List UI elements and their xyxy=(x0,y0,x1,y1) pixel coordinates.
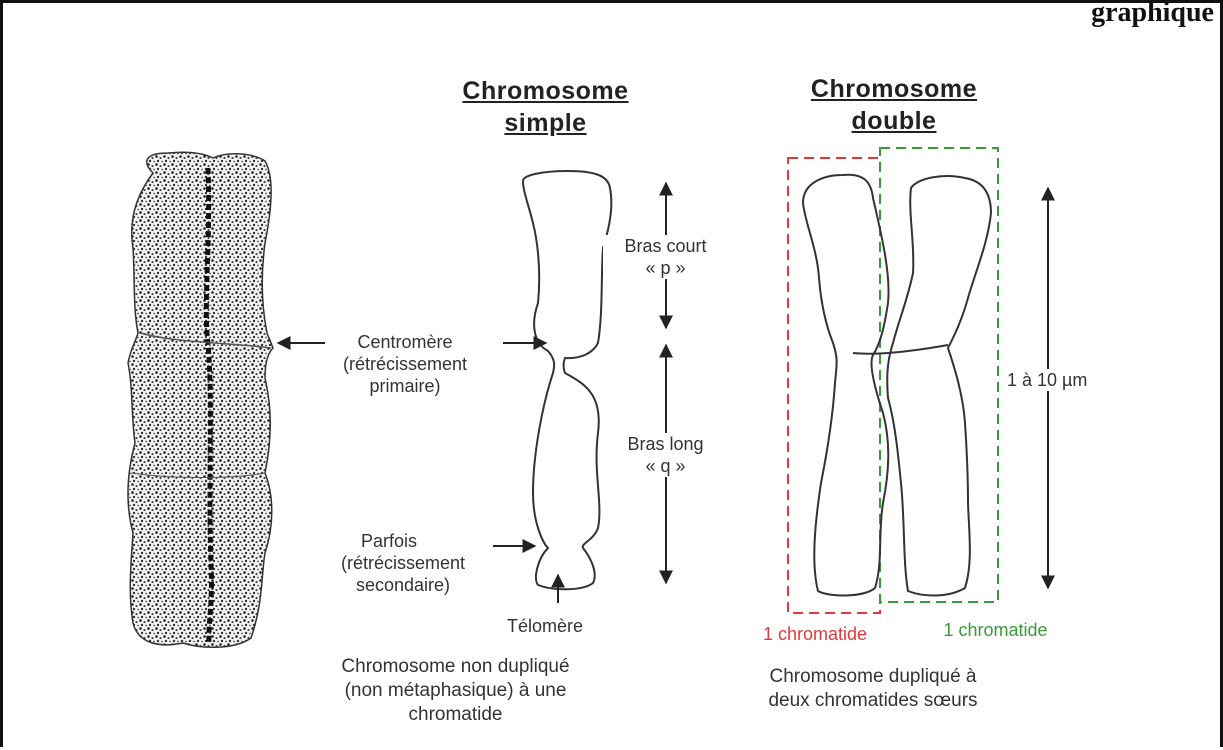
caption-simple-line2: (non métaphasique) à une xyxy=(318,679,593,703)
centromere-label-line3: primaire) xyxy=(295,375,515,397)
heading-double-line1: Chromosome xyxy=(763,73,1025,105)
left-chromatid-outline xyxy=(803,175,889,596)
parfois-label-line1: Parfois xyxy=(303,530,503,552)
heading-simple-line1: Chromosome xyxy=(423,75,668,107)
chromatid-label-left: 1 chromatide xyxy=(730,623,900,645)
caption-double-line2: deux chromatides sœurs xyxy=(738,689,1008,713)
long-arm-label-line2: « q » xyxy=(603,455,728,477)
heading-simple-chromosome: Chromosome simple xyxy=(423,75,668,139)
caption-simple-chromosome: Chromosome non dupliqué (non métaphasiqu… xyxy=(318,655,593,727)
parfois-label: Parfois (rétrécissement secondaire) xyxy=(303,530,503,596)
caption-simple-line1: Chromosome non dupliqué xyxy=(318,655,593,679)
heading-simple-line2: simple xyxy=(423,107,668,139)
chromosome-micrograph xyxy=(128,152,273,647)
parfois-label-line2: (rétrécissement xyxy=(303,552,503,574)
caption-double-chromosome: Chromosome dupliqué à deux chromatides s… xyxy=(738,665,1008,713)
right-chromatid-outline xyxy=(887,176,991,595)
short-arm-label-line2: « p » xyxy=(603,257,728,279)
centromere-label-line2: (rétrécissement xyxy=(295,353,515,375)
caption-simple-line3: chromatide xyxy=(318,703,593,727)
centromere-label: Centromère (rétrécissement primaire) xyxy=(295,331,515,397)
long-arm-label-line1: Bras long xyxy=(603,433,728,455)
double-centromere-line xyxy=(853,345,948,354)
size-range-label: 1 à 10 µm xyxy=(1003,369,1091,391)
centromere-label-line1: Centromère xyxy=(295,331,515,353)
chromatid-box-right xyxy=(880,148,998,602)
short-arm-label-line1: Bras court xyxy=(603,235,728,257)
chromatid-label-right: 1 chromatide xyxy=(908,619,1083,641)
long-arm-label: Bras long « q » xyxy=(603,433,728,477)
heading-double-line2: double xyxy=(763,105,1025,137)
simple-chromosome-outline xyxy=(523,171,611,589)
heading-double-chromosome: Chromosome double xyxy=(763,73,1025,137)
short-arm-label: Bras court « p » xyxy=(603,235,728,279)
telomere-label: Télomère xyxy=(485,615,605,637)
parfois-label-line3: secondaire) xyxy=(303,574,503,596)
caption-double-line1: Chromosome dupliqué à xyxy=(738,665,1008,689)
